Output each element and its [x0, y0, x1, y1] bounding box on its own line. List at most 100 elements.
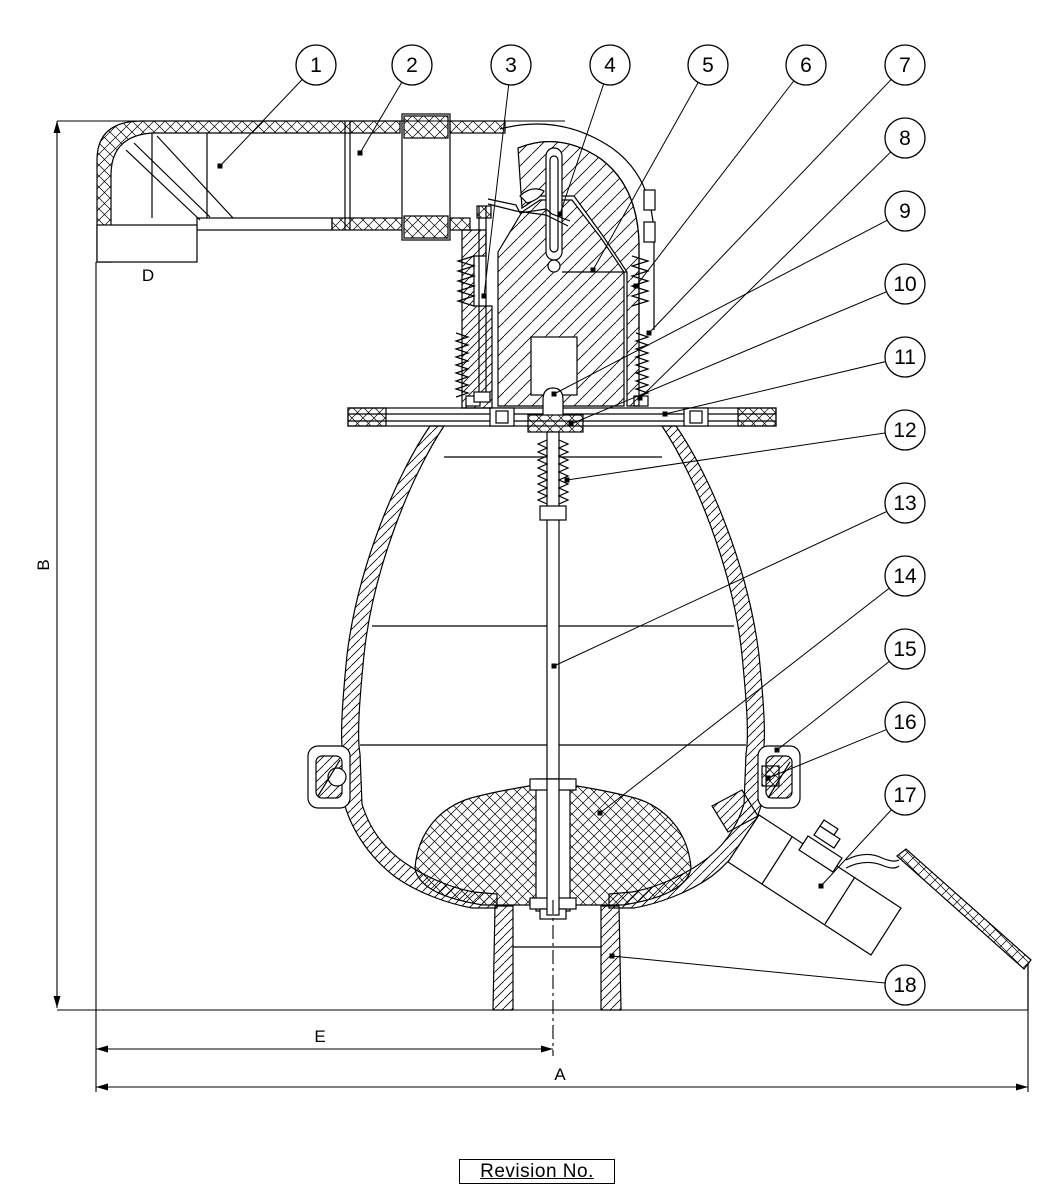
balloon-3 [490, 44, 532, 86]
revision-box: Revision No. [459, 1159, 615, 1184]
balloon-number-10: 10 [893, 273, 916, 296]
leader-dot-13 [551, 663, 557, 669]
inlet-elbow [96, 120, 403, 263]
leader-line-12 [566, 429, 906, 481]
leader-dot-6 [633, 283, 639, 289]
balloon-number-4: 4 [604, 54, 616, 77]
leader-dot-1 [217, 163, 223, 169]
balloon-number-12: 12 [893, 419, 916, 442]
balloon-12 [884, 409, 926, 451]
balloon-number-7: 7 [899, 54, 911, 77]
leader-dot-14 [597, 810, 603, 816]
balloon-number-3: 3 [505, 54, 517, 77]
balloon-number-2: 2 [406, 54, 418, 77]
dimension-arrows [53, 121, 1028, 1091]
drain-valve [711, 789, 902, 956]
union-nut [401, 113, 451, 241]
leader-dot-15 [774, 747, 780, 753]
balloon-17 [884, 774, 926, 816]
leader-line-4 [559, 64, 611, 215]
left-lug [307, 745, 351, 809]
balloon-13 [884, 482, 926, 524]
inlet-pipe-top-wall [449, 120, 506, 134]
drain-body [727, 814, 902, 956]
leader-dot-5 [590, 267, 596, 273]
balloon-number-16: 16 [893, 711, 916, 734]
balloon-number-17: 17 [893, 784, 916, 807]
leader-line-11 [664, 356, 906, 415]
stem-spring [536, 439, 549, 505]
balloon-number-14: 14 [893, 565, 917, 588]
leader-line-1 [219, 64, 317, 167]
balloon-1 [295, 44, 337, 86]
inlet-pipe-bottom-wall [449, 217, 471, 231]
leader-dot-10 [568, 421, 574, 427]
leader-line-9 [553, 210, 906, 395]
leader-dot-3 [481, 293, 487, 299]
leader-dot-9 [551, 391, 557, 397]
leader-dot-4 [557, 211, 563, 217]
seat-gasket [527, 414, 584, 433]
leader-line-7 [648, 64, 906, 334]
seat-chamber [530, 336, 578, 396]
balloon-8 [884, 117, 926, 159]
leader-dot-7 [646, 330, 652, 336]
float [414, 778, 692, 920]
balloon-number-11: 11 [894, 346, 916, 369]
balloon-4 [589, 44, 631, 86]
balloon-14 [884, 555, 926, 597]
balloon-number-9: 9 [899, 200, 911, 223]
outlet-flange-d [96, 224, 198, 263]
leader-line-6 [635, 64, 807, 287]
lever-hook [519, 188, 545, 204]
stem-collar [539, 505, 567, 521]
drain-hex [798, 835, 843, 873]
leader-dot-12 [564, 477, 570, 483]
leader-line-16 [767, 721, 906, 779]
balloon-number-1: 1 [310, 54, 322, 77]
balloon-9 [884, 190, 926, 232]
right-lug [757, 745, 801, 809]
leader-line-8 [639, 137, 906, 399]
leader-line-10 [570, 283, 906, 425]
dim-label-E: E [314, 1027, 325, 1046]
leader-dot-17 [818, 883, 824, 889]
balloon-6 [785, 44, 827, 86]
balloon-2 [391, 44, 433, 86]
balloon-18 [884, 964, 926, 1006]
seat-block [497, 141, 640, 407]
balloon-5 [687, 44, 729, 86]
dim-label-B: B [34, 559, 53, 570]
lever [487, 198, 571, 222]
leader-line-15 [776, 648, 906, 751]
leader-line-13 [553, 502, 906, 667]
leader-line-3 [483, 64, 512, 297]
balloon-number-6: 6 [800, 54, 812, 77]
dim-label-A: A [554, 1065, 566, 1084]
leader-dot-11 [662, 411, 668, 417]
leader-dot-2 [357, 150, 363, 156]
stem-head [542, 387, 564, 415]
left-spring [454, 332, 470, 398]
revision-label: Revision No. [480, 1160, 594, 1182]
balloon-number-13: 13 [893, 492, 916, 515]
drain-bracket [845, 853, 900, 862]
balloon-15 [884, 628, 926, 670]
leader-line-5 [592, 64, 709, 271]
balloon-7 [884, 44, 926, 86]
leader-dot-18 [609, 953, 615, 959]
leader-line-14 [599, 575, 906, 814]
outlet-pipe [492, 905, 622, 1011]
dimension-layer [53, 120, 1029, 1092]
leader-dot-8 [637, 395, 643, 401]
balloon-10 [884, 263, 926, 305]
pilot-mechanism [473, 147, 571, 403]
leader-line-18 [611, 955, 906, 986]
balloon-number-18: 18 [893, 974, 916, 997]
balloon-number-15: 15 [893, 638, 916, 661]
balloon-11 [884, 336, 926, 378]
balloon-number-5: 5 [702, 54, 714, 77]
